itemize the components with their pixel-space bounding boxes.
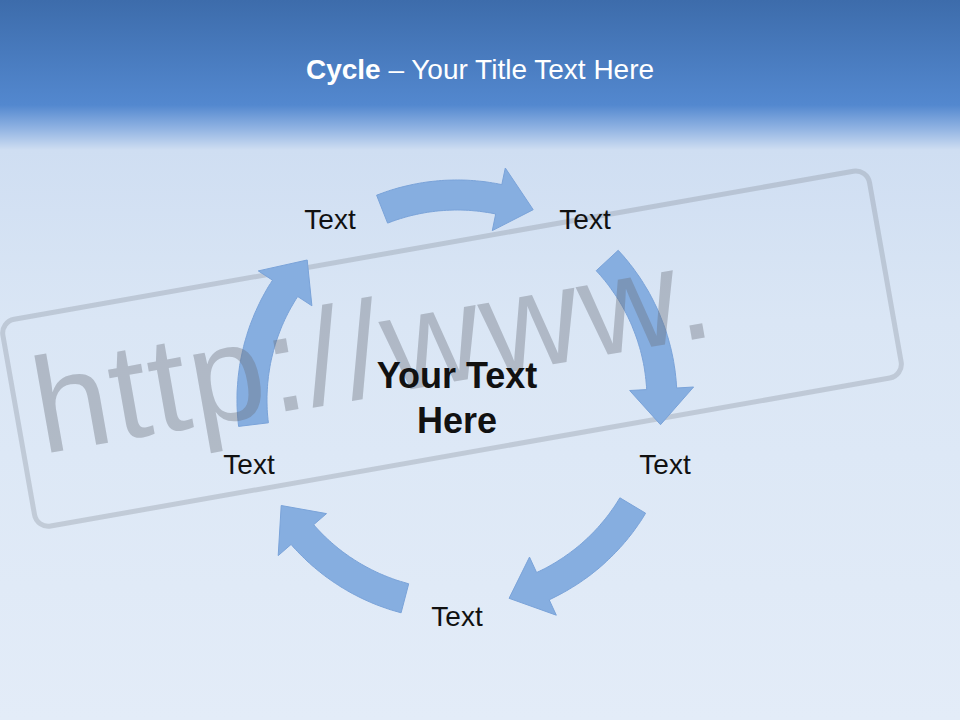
step-text: Text (639, 449, 690, 481)
cycle-step: Text (555, 202, 614, 238)
step-text: Text (304, 204, 355, 236)
cycle-arrow (377, 168, 534, 231)
step-text: Text (559, 204, 610, 236)
step-text: Text (223, 449, 274, 481)
cycle-step: Text (219, 447, 278, 483)
step-text: Text (431, 601, 482, 633)
cycle-step: Text (635, 447, 694, 483)
address-bar (0, 169, 903, 529)
cycle-step: Text (427, 599, 486, 635)
slide-title: Cycle – Your Title Text Here (0, 54, 960, 86)
center-text: Your Text Here (342, 353, 572, 443)
cycle-arrow (278, 506, 409, 613)
cycle-arrow (509, 498, 645, 615)
title-emphasis: Cycle (306, 54, 381, 85)
watermark-text: http://www. (20, 212, 724, 485)
cycle-step: Text (300, 202, 359, 238)
